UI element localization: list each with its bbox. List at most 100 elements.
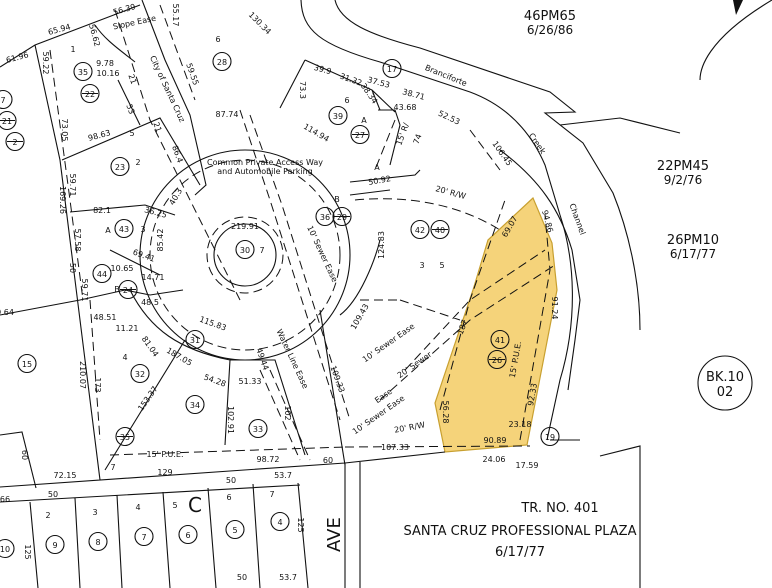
label-text: 20' R/W — [393, 420, 425, 434]
label-text: 129 — [157, 468, 172, 477]
label-text: 5 — [232, 526, 237, 535]
label-text: A — [361, 116, 367, 125]
label-text: 72.15 — [54, 471, 77, 480]
map-label: 74 — [412, 133, 424, 146]
access-way-dashed — [149, 159, 341, 351]
label-text: 9.78 — [96, 59, 114, 68]
map-label: 109.43 — [349, 302, 371, 331]
parcel-circle — [235, 239, 255, 260]
map-label: 102 — [283, 405, 292, 420]
parcel-number: 7 — [0, 89, 13, 110]
label-text: 10.16 — [97, 69, 120, 78]
map-label: 81.04 — [140, 335, 161, 359]
reference-map-label: 46PM65 — [524, 9, 576, 24]
label-text: 59.22 — [41, 52, 50, 75]
label-text: 114.94 — [302, 122, 331, 144]
reference-map-date: 6/26/86 — [527, 23, 573, 37]
label-text: 34 — [190, 401, 200, 410]
map-label: 9.78 — [96, 59, 114, 68]
map-label: 53.7 — [274, 471, 292, 480]
parcel-circle — [134, 526, 154, 547]
map-label: 59.55 — [184, 62, 200, 87]
label-text: 50 — [237, 573, 247, 582]
map-label: Slope Ease — [112, 14, 157, 32]
label-text: 82.1 — [93, 206, 111, 215]
map-label: 153.37 — [136, 385, 159, 413]
map-label: 65.94 — [47, 22, 71, 37]
label-text: 52.53 — [437, 109, 462, 127]
label-text: 54.28 — [203, 373, 228, 389]
map-label: 3 — [419, 261, 424, 270]
parcel-number: 23 — [110, 156, 130, 177]
highlighted-parcel[interactable] — [434, 196, 558, 453]
map-label: 169.26 — [58, 186, 67, 214]
label-text: 20' Sewer — [396, 349, 434, 380]
label-text: 66 — [0, 495, 10, 504]
boundary-mark — [733, 0, 743, 15]
parcel-number: 32 — [130, 363, 150, 384]
map-label: 6 — [226, 493, 231, 502]
label-text: 39 — [333, 112, 343, 121]
parcel-circle — [410, 219, 430, 240]
label-text: 36 — [320, 213, 330, 222]
label-text: 7 — [141, 533, 146, 542]
label-text: 24.06 — [483, 455, 506, 464]
map-label: 57.58 — [73, 229, 82, 252]
map-label: 11.21 — [116, 324, 139, 333]
label-text: 56.39 — [112, 2, 136, 17]
label-text: 219.91 — [231, 222, 259, 231]
parcel-circle — [92, 263, 112, 284]
label-text: 125 — [296, 517, 305, 532]
parcel-circle — [110, 156, 130, 177]
map-label: 14.71 — [142, 273, 165, 282]
label-text: 7 — [110, 463, 115, 472]
label-text: 27 — [355, 131, 365, 140]
map-label: 125 — [296, 517, 305, 532]
map-label: 91.24 — [550, 297, 559, 320]
label-text: 31 — [190, 336, 200, 345]
map-label: 98.72 — [257, 455, 280, 464]
label-text: 57.58 — [73, 229, 82, 252]
label-text: 59.71 — [80, 279, 89, 302]
parcel-number: 7 — [134, 526, 154, 547]
label-text: 7 — [269, 490, 274, 499]
map-label: 4 — [135, 503, 140, 512]
label-text: 6 — [344, 96, 349, 105]
parcel-number: 35 — [73, 61, 93, 82]
map-label: 72.15 — [54, 471, 77, 480]
label-text: 3 — [92, 508, 97, 517]
map-label: 51.33 — [239, 377, 262, 386]
label-text: and Automobile Parking — [217, 167, 313, 176]
label-text: A — [374, 163, 380, 172]
map-label: 50 — [226, 476, 236, 485]
label-text: 17.59 — [516, 461, 539, 470]
map-label: 20' R/W — [434, 184, 466, 201]
label-text: 50 — [48, 490, 58, 499]
map-label: 54.28 — [203, 373, 228, 389]
parcel-circle — [73, 61, 93, 82]
lot-lines — [0, 0, 446, 588]
parcel-circle — [185, 394, 205, 415]
label-text: 92.33 — [526, 383, 539, 407]
map-label: 3 — [140, 225, 145, 234]
label-text: 1 — [70, 45, 75, 54]
label-text: 21 — [2, 117, 12, 126]
label-text: 125 — [23, 544, 32, 559]
parcel-number: 10 — [0, 538, 15, 559]
label-text: 53.7 — [274, 471, 292, 480]
boundary-line — [699, 0, 772, 81]
map-label: B — [334, 195, 340, 204]
parcel-circle — [248, 418, 268, 439]
label-text: 98.72 — [257, 455, 280, 464]
map-label: 90.89 — [484, 436, 507, 445]
parcel-number: 17 — [382, 58, 402, 79]
label-text: 115.83 — [198, 315, 227, 333]
map-label: 53.7 — [279, 573, 297, 582]
label-text: 86.4 — [170, 144, 185, 164]
map-label: 40.3 — [167, 187, 184, 207]
parcel-circle — [5, 131, 25, 152]
label-text: A — [105, 226, 111, 235]
label-text: 29 — [337, 213, 347, 222]
map-label: B — [114, 285, 120, 294]
